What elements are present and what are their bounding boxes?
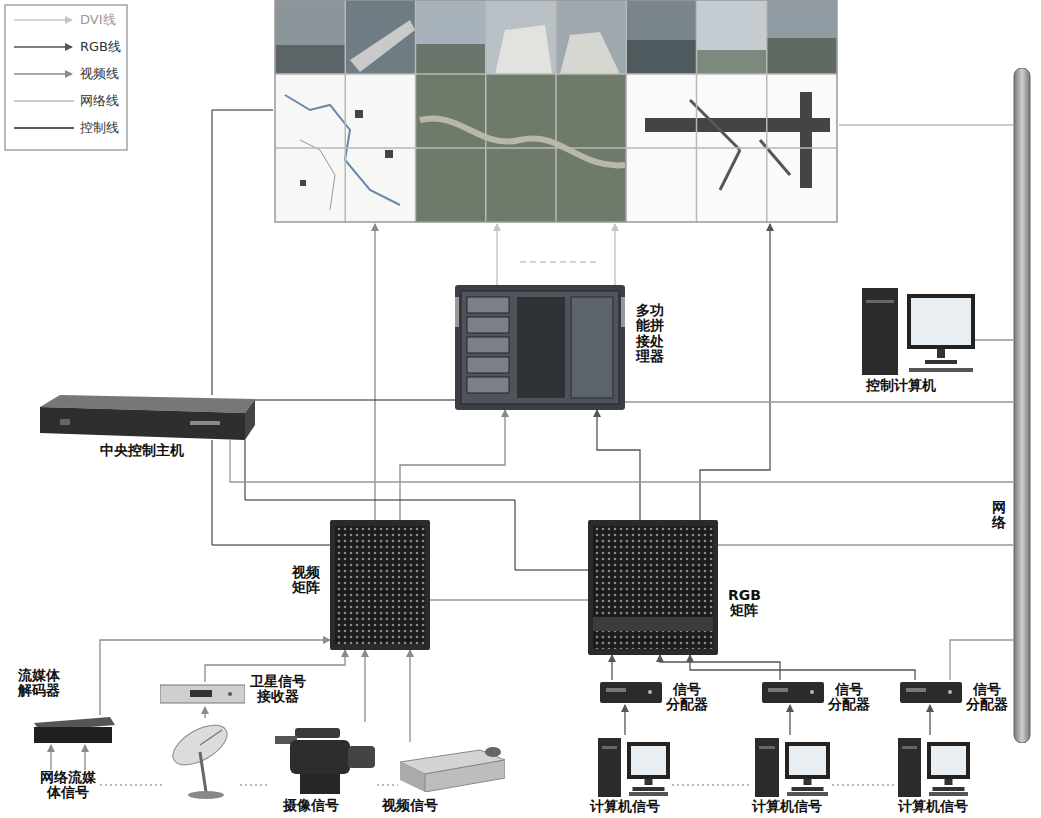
signal-connector [255,400,455,401]
device-label: 卫星信号 接收器 [250,674,306,705]
device-label: 视频 矩阵 [292,565,320,596]
computer-source: 计算机信号 [898,735,970,797]
signal-connector [364,650,365,722]
legend-label: 视频线 [80,67,119,80]
network-bus: 网络 [1013,68,1031,743]
pc-icon [598,735,670,797]
camera-source: 摄像信号 [270,722,375,796]
legend-label: 网络线 [80,94,119,107]
device-label: 信号 分配器 [666,682,708,713]
legend-box [5,5,127,150]
device-label: 网络 [992,500,1006,531]
device-label: 网络流媒 体信号 [40,770,96,801]
signal-connector [929,705,930,735]
signal-connector [230,440,1013,482]
control-computer: 控制计算机 [862,283,975,375]
device-label: 信号 分配器 [966,682,1008,713]
camera-icon [270,722,375,796]
device-label: 中央控制主机 [100,443,184,458]
signal-connector [400,410,505,520]
signal-connector [100,640,330,715]
splicing-processor: 多功 能拼 接处 理器 [455,285,625,410]
signal-connector [950,640,1013,680]
splitter-icon [600,680,662,705]
device-label: RGB 矩阵 [728,588,761,619]
pc-icon [898,735,970,797]
video-player: 视频信号 [400,742,505,792]
signal-connector [624,705,625,735]
signal-splitter: 信号 分配器 [900,680,962,705]
signal-connector [718,544,1013,545]
satellite-dish [167,717,234,799]
signal-splitter: 信号 分配器 [600,680,662,705]
signal-connector [84,745,85,770]
device-label: 信号 分配器 [828,682,870,713]
proc-icon [455,285,625,410]
signal-connector [789,705,790,735]
rgb-matrix: RGB 矩阵 [588,520,718,655]
matrix-icon [330,520,430,650]
device-label: 多功 能拼 接处 理器 [636,303,664,365]
wall-wires [205,110,1013,718]
device-label: 计算机信号 [590,799,660,814]
device-label: 流媒体 解码器 [18,668,60,699]
receiver-icon [160,682,245,705]
computer-source: 计算机信号 [755,735,830,797]
control-host: 中央控制主机 [40,395,255,440]
legend-label: RGB线 [80,40,121,53]
device-label: 视频信号 [382,798,438,813]
signal-connector [690,655,915,680]
splitter-icon [762,680,824,705]
signal-connector [50,745,51,770]
signal-connector [625,401,1013,402]
splitter-icon [900,680,962,705]
signal-connector [611,655,612,680]
stream-decoder: 流媒体 解码器 [30,715,115,745]
device-label: 计算机信号 [752,799,822,814]
pc-icon [862,283,975,375]
device-label: 控制计算机 [866,378,936,393]
satellite-receiver: 卫星信号 接收器 [160,682,245,705]
bar-icon [1013,68,1031,743]
signal-connector [430,599,588,600]
pc-icon [755,735,830,797]
signal-splitter: 信号 分配器 [762,680,824,705]
computer-source: 计算机信号 [598,735,670,797]
device-label: 计算机信号 [898,799,968,814]
signal-connector [660,655,780,680]
rgb-icon [588,520,718,655]
stream-source: 网络流媒 体信号 [40,770,96,801]
signal-connector [975,339,1013,340]
legend-label: DVI线 [80,13,116,26]
signal-connector [597,410,640,520]
player-icon [400,742,505,792]
device-label: 摄像信号 [283,798,339,813]
video-matrix: 视频 矩阵 [330,520,430,650]
legend-label: 控制线 [80,121,119,134]
video-wall [275,0,837,222]
decoder-icon [30,715,115,745]
signal-connector [409,650,410,742]
host-icon [40,395,255,440]
